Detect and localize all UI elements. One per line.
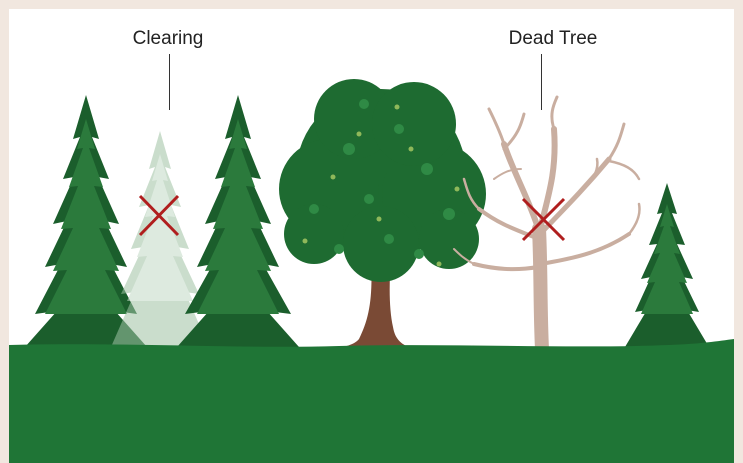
- conifer-tree-right: [625, 183, 709, 349]
- dead-tree-leader-line: [541, 54, 542, 110]
- clearing-leader-line: [169, 54, 170, 110]
- dead-tree-trunk: [539, 229, 542, 349]
- conifer-tree-clearing: [111, 131, 209, 347]
- forest-scene: [9, 9, 734, 463]
- conifer-tree-center-left: [177, 95, 299, 349]
- deciduous-canopy: [279, 79, 486, 282]
- ground: [9, 339, 734, 463]
- deciduous-tree: [279, 79, 486, 349]
- dead-tree-label: Dead Tree: [509, 28, 598, 50]
- illustration-frame: Clearing Dead Tree: [9, 9, 734, 463]
- clearing-label: Clearing: [133, 28, 204, 50]
